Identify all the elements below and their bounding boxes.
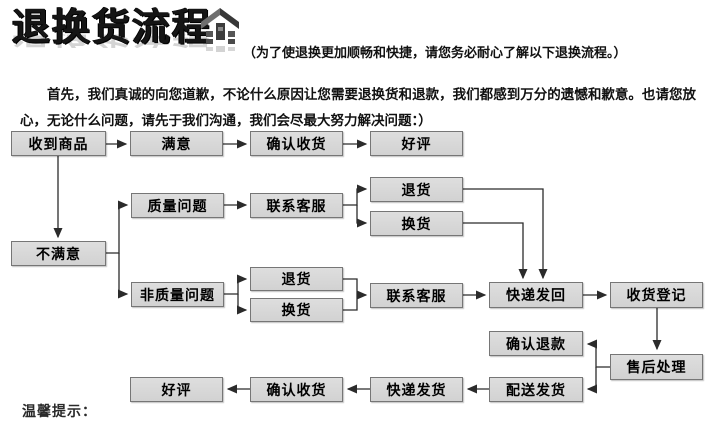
flow-node-receiving-register: 收货登记 [610, 282, 703, 308]
flow-node-confirm-receipt: 确认收货 [250, 131, 343, 156]
house-logo-icon [201, 8, 239, 52]
flow-node-return-goods-2: 退货 [250, 267, 343, 291]
flow-node-satisfied: 满意 [130, 131, 223, 156]
flow-node-express-delivery: 快递发货 [370, 377, 463, 402]
intro-paragraph: 首先，我们真诚的向您道歉，不论什么原因让您需要退换货和退款，我们都感到万分的遗憾… [20, 87, 696, 129]
flow-node-confirm-refund: 确认退款 [489, 331, 583, 356]
flow-node-express-return: 快递发回 [489, 282, 583, 308]
flow-node-quality-issue: 质量问题 [131, 193, 224, 218]
flow-node-unsatisfied: 不满意 [11, 241, 106, 266]
flow-node-exchange-goods-2: 换货 [250, 298, 343, 322]
flow-node-after-sales: 售后处理 [610, 354, 703, 380]
flow-node-confirm-receipt-2: 确认收货 [250, 377, 343, 402]
flow-node-non-quality-issue: 非质量问题 [131, 282, 224, 307]
page-title-block: 退换货流程 退换货流程 [12, 5, 213, 66]
warm-tips-label: 温馨提示： [22, 404, 97, 420]
flow-node-exchange-goods: 换货 [370, 211, 463, 236]
flow-node-contact-service-2: 联系客服 [370, 283, 463, 308]
flow-node-good-review-2: 好评 [130, 377, 223, 402]
page-header: 退换货流程 退换货流程 （为了使退换更加顺畅和快捷，请您务必耐心了解以下退换流程… [0, 0, 711, 78]
flow-node-contact-service: 联系客服 [250, 193, 343, 218]
page-subtitle: （为了使退换更加顺畅和快捷，请您务必耐心了解以下退换流程。） [243, 46, 627, 61]
flow-node-good-review: 好评 [370, 131, 463, 156]
page-title: 退换货流程 [12, 5, 213, 49]
flow-node-received-goods: 收到商品 [11, 131, 106, 156]
flow-node-return-goods: 退货 [370, 177, 463, 202]
flow-node-dispatch-goods: 配送发货 [489, 377, 583, 402]
